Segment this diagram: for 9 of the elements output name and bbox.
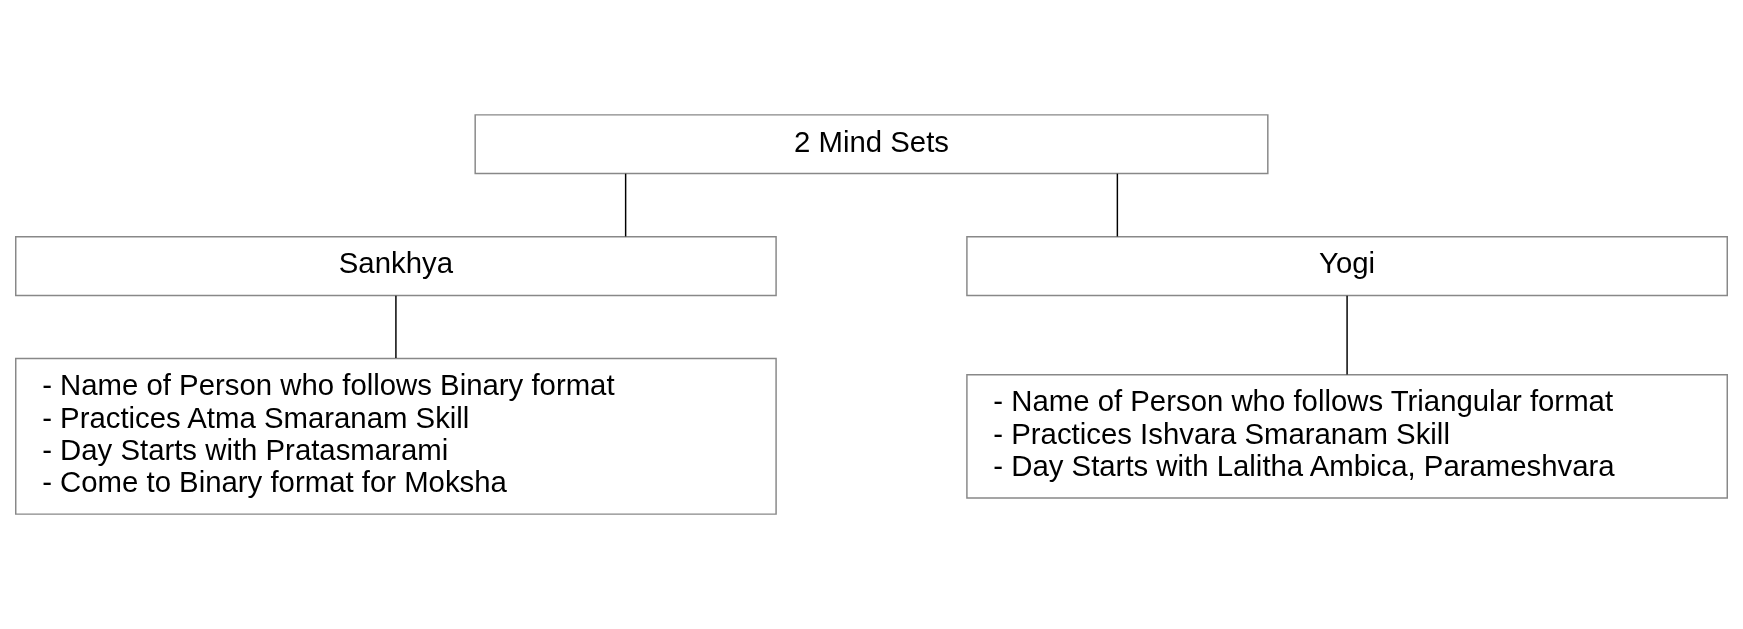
node-box: 2 Mind Sets [474,114,1269,175]
node-box: - Name of Person who follows Triangular format - Practices Ishvara Smaranam Skill - Day Starts with Lalitha Ambica, Parameshvara [966,373,1728,499]
node-box: Sankhya [15,235,777,297]
node-box: Yogi [966,235,1728,297]
connector [1116,173,1119,238]
node-box: - Name of Person who follows Binary format - Practices Atma Smaranam Skill - Day Starts with Pratasmarami - Come to Binary format for Moksha [15,357,777,515]
connector [395,295,397,359]
connector [1346,295,1348,376]
connector [624,173,627,238]
